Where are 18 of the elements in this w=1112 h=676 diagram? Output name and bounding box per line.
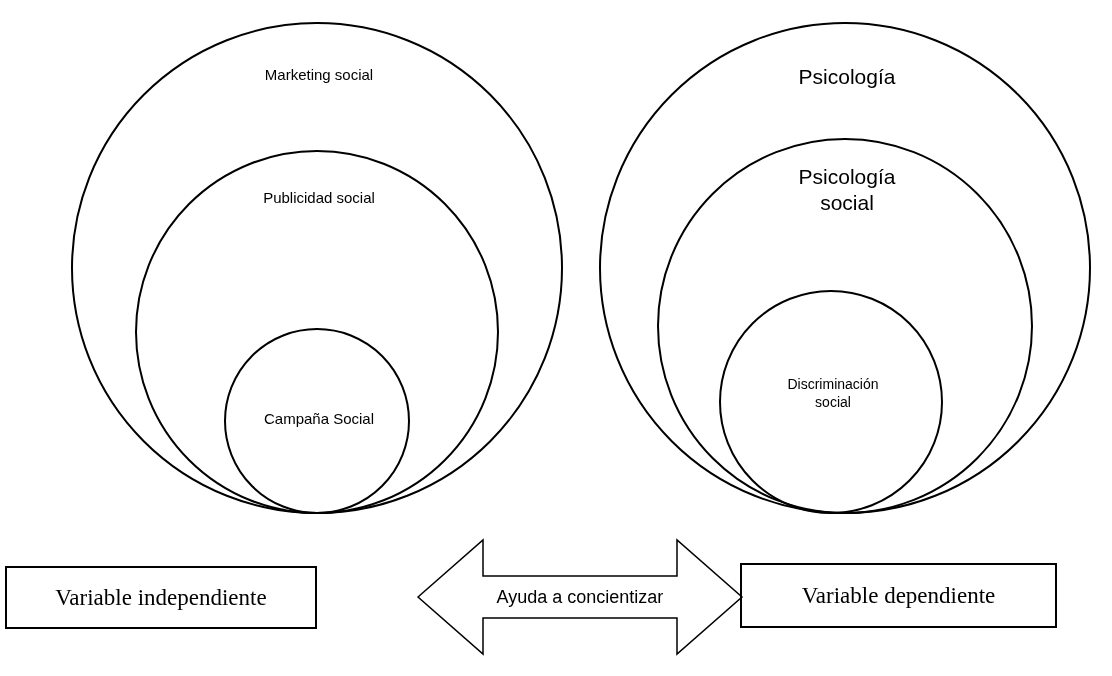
concept-circle [599,22,1091,514]
node-label: Publicidad social [262,189,376,208]
concept-circle [224,328,410,514]
node-label: Discriminación social [786,376,880,411]
concept-circle [71,22,563,514]
node-label: Variable independiente [54,584,268,611]
node-label: Marketing social [263,66,375,85]
node-label: Psicología [797,64,897,90]
node-label: Variable dependiente [800,582,997,609]
variable-box [5,566,317,629]
concept-circle [657,138,1033,514]
concept-circle [719,290,943,514]
edge-label: Ayuda a concientizar [496,586,664,608]
concept-circle [135,150,499,514]
double-block-arrow [416,538,744,656]
variable-box [740,563,1057,628]
node-label: Psicología social [797,164,897,217]
node-label: Campaña Social [262,410,376,429]
